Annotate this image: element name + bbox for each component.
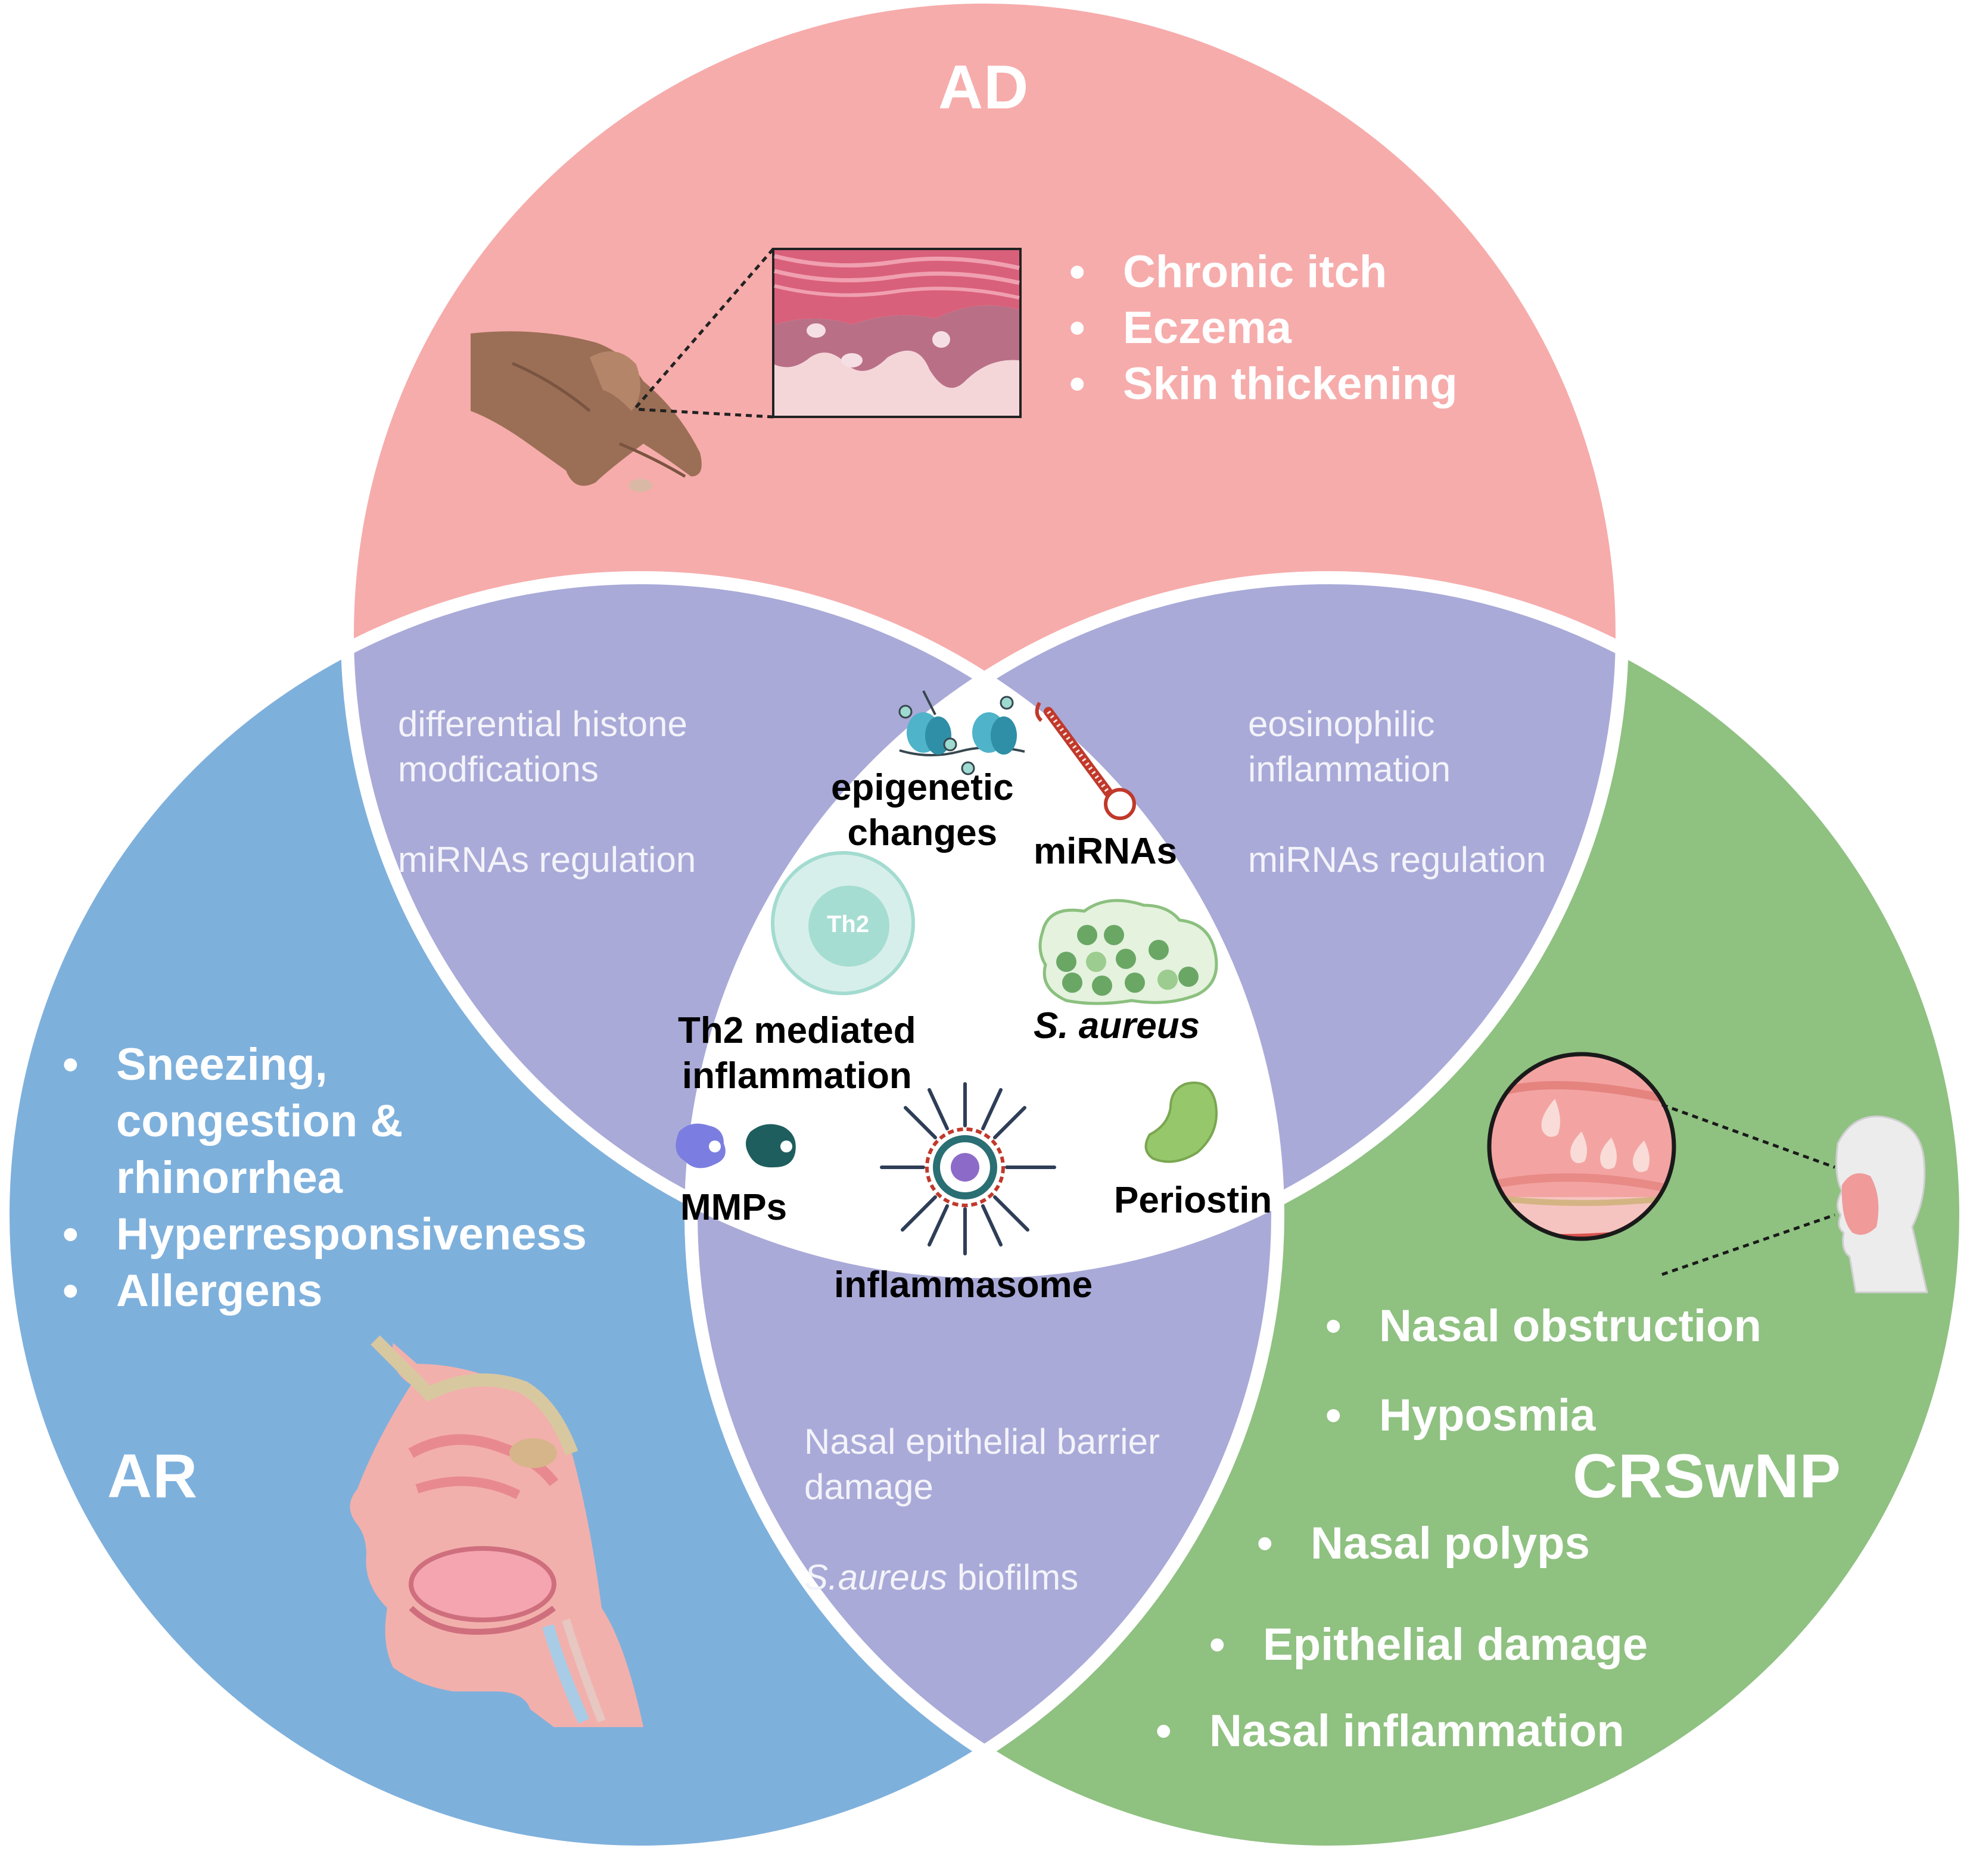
mirna-hairpin-icon bbox=[1035, 702, 1136, 820]
list-item: Eczema bbox=[1069, 300, 1458, 356]
core-label-saureus: S. aureus bbox=[1034, 1005, 1200, 1046]
circle-title-crswnp: CRSwNP bbox=[1573, 1442, 1841, 1511]
ar-symptom-list: Sneezing,congestion &rhinorrhea Hyperres… bbox=[63, 1036, 587, 1319]
circle-title-ad: AD bbox=[938, 53, 1029, 122]
nucleosome-icon bbox=[898, 690, 1025, 775]
ad-symptom-list: Chronic itch Eczema Skin thickening bbox=[1069, 244, 1458, 413]
th2-cell-icon bbox=[771, 851, 915, 995]
overlap-ar-crswnp-text: Nasal epithelial barrier damage S.aureus… bbox=[804, 1422, 1160, 1598]
mmp-enzyme-icon bbox=[676, 1123, 796, 1168]
crswnp-symptom: Hyposmia bbox=[1325, 1388, 1595, 1444]
periostin-icon bbox=[1144, 1082, 1218, 1163]
inflammasome-icon bbox=[880, 1082, 1056, 1255]
overlap-ad-ar-text: differential histone modfications miRNAs… bbox=[398, 704, 696, 880]
skin-cross-section-icon bbox=[633, 248, 1022, 419]
list-item: Chronic itch bbox=[1069, 244, 1458, 300]
crswnp-symptom: Nasal polyps bbox=[1257, 1516, 1590, 1572]
person-head-icon bbox=[1835, 1115, 1928, 1294]
core-label-mirnas: miRNAs bbox=[1034, 831, 1178, 872]
core-label-periostin: Periostin bbox=[1114, 1180, 1272, 1221]
crswnp-symptom: Epithelial damage bbox=[1209, 1617, 1648, 1673]
core-label-epigenetic: epigenetic changes bbox=[831, 767, 1014, 853]
core-label-mmps: MMPs bbox=[680, 1187, 788, 1228]
overlap-core bbox=[691, 578, 1278, 1272]
th2-cell-label: Th2 bbox=[827, 911, 870, 937]
list-item: Hyperresponsiveness bbox=[63, 1206, 587, 1263]
head-sagittal-icon bbox=[350, 1335, 643, 1727]
crswnp-symptom: Nasal inflammation bbox=[1156, 1703, 1624, 1759]
overlap-ad-crswnp-text: eosinophilic inflammation miRNAs regulat… bbox=[1248, 704, 1546, 880]
list-item: Skin thickening bbox=[1069, 356, 1458, 412]
list-item: Allergens bbox=[63, 1263, 587, 1319]
circle-title-ar: AR bbox=[107, 1442, 198, 1511]
nasal-polyps-magnified-icon bbox=[1487, 1052, 1835, 1276]
bacteria-cluster-icon bbox=[1038, 899, 1218, 1005]
core-label-th2: Th2 mediated inflammation bbox=[678, 1010, 916, 1096]
core-label-inflammasome: inflammasome bbox=[834, 1264, 1093, 1305]
hand-scratching-icon bbox=[471, 331, 702, 492]
crswnp-symptom: Nasal obstruction bbox=[1325, 1298, 1762, 1354]
list-item: Sneezing,congestion &rhinorrhea bbox=[63, 1036, 587, 1206]
